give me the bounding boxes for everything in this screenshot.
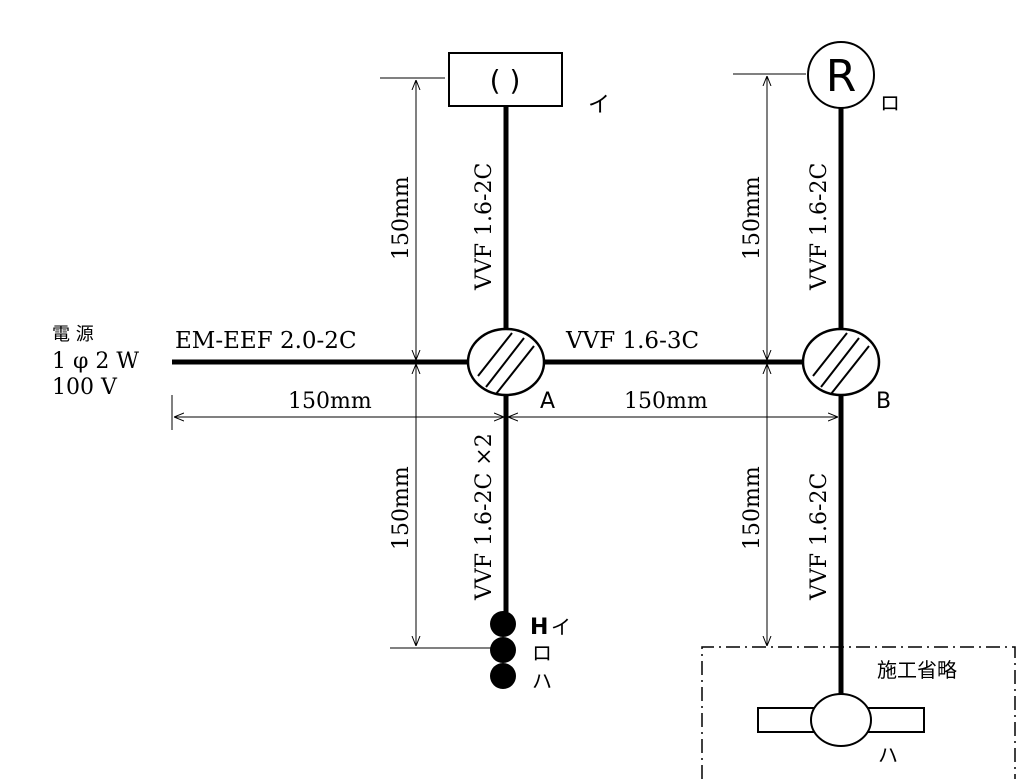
junction-b-label: B xyxy=(876,389,891,414)
omitted-area-boundary xyxy=(701,646,1016,779)
switch-label-1: イ xyxy=(551,615,571,639)
switch-2 xyxy=(490,637,516,663)
cable-label-a-to-b: VVF 1.6-3C xyxy=(565,328,699,354)
cable-label-a-up: VVF 1.6-2C xyxy=(472,163,497,291)
power-source-phase: 1 φ 2 W xyxy=(52,349,139,374)
dimension-label-b-up: 150mm xyxy=(740,176,765,260)
dimension-label-a-to-b: 150mm xyxy=(624,389,708,414)
dimension-b-up xyxy=(733,73,806,360)
dimension-a-down xyxy=(390,364,492,649)
switch-group xyxy=(490,611,516,689)
ceiling-light-fixture: ( ) xyxy=(448,52,563,107)
cable-label-b-down: VVF 1.6-2C xyxy=(807,473,832,601)
junction-box-a xyxy=(466,327,546,397)
ceiling-light-symbol: ( ) xyxy=(490,64,521,97)
switch-1 xyxy=(490,611,516,637)
dimension-label-a-down: 150mm xyxy=(389,466,414,550)
omitted-area-label: 施工省略 xyxy=(877,658,957,682)
lamp-fixture xyxy=(757,693,925,747)
dimension-source-to-a xyxy=(171,395,504,430)
lamp-label: ハ xyxy=(878,743,898,767)
receptacle-fixture: R xyxy=(807,41,875,109)
junction-box-b xyxy=(801,327,881,397)
dimension-a-up xyxy=(380,77,445,360)
receptacle-label: ロ xyxy=(880,91,900,115)
power-source-title: 電 源 xyxy=(52,324,94,345)
dimension-label-source-to-a: 150mm xyxy=(288,389,372,414)
cable-label-a-down: VVF 1.6-2C ×2 xyxy=(472,433,497,601)
cable-label-b-up: VVF 1.6-2C xyxy=(807,163,832,291)
power-source-voltage: 100 V xyxy=(52,375,118,400)
dimension-label-a-up: 150mm xyxy=(389,176,414,260)
dimension-label-b-down: 150mm xyxy=(740,466,765,550)
cable-label-feeder: EM-EEF 2.0-2C xyxy=(175,328,357,354)
ceiling-light-label: イ xyxy=(588,93,610,118)
switch-label-2: ロ xyxy=(532,641,552,665)
receptacle-symbol: R xyxy=(826,51,857,102)
junction-a-label: A xyxy=(540,389,555,414)
switch-h-mark: H xyxy=(530,615,548,640)
switch-3 xyxy=(490,663,516,689)
switch-label-3: ハ xyxy=(532,669,552,693)
